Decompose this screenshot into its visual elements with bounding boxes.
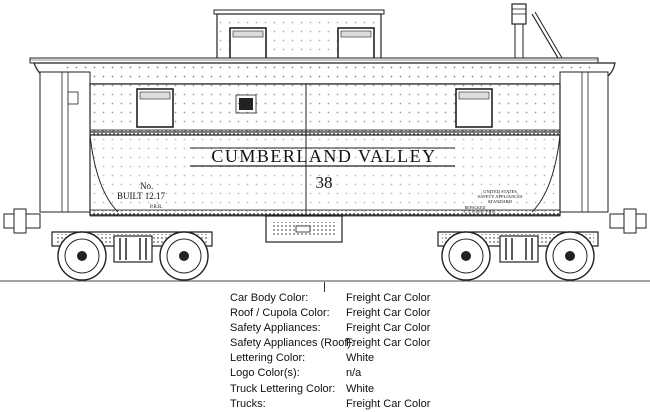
spec-value: Freight Car Color bbox=[346, 322, 431, 335]
tool-box bbox=[265, 215, 343, 243]
spec-label: Safety Appliances (Roof): bbox=[230, 337, 355, 350]
spec-label: Car Body Color: bbox=[230, 292, 309, 304]
spec-value: Freight Car Color bbox=[346, 307, 431, 320]
marker-lamp bbox=[239, 98, 253, 110]
car-lettering: CUMBERLAND VALLEY 38 No. BUILT 12.17 P.R… bbox=[117, 146, 523, 214]
spec-label: Truck Lettering Color: bbox=[230, 382, 336, 395]
number-abbrev: No. bbox=[140, 181, 153, 191]
safety-text-line3: STANDARD bbox=[488, 199, 513, 204]
safety-text-line2: SAFETY APPLIANCES bbox=[478, 194, 523, 199]
caboose-drawing: CUMBERLAND VALLEY 38 No. BUILT 12.17 P.R… bbox=[0, 3, 650, 282]
spec-row: Safety Appliances (Roof): Freight Car Co… bbox=[230, 336, 530, 351]
car-number: 38 bbox=[316, 173, 333, 192]
spec-label: Logo Color(s): bbox=[230, 367, 300, 380]
repacked-line2: C.V. 5-26-27 P.R.R. bbox=[464, 209, 496, 214]
truck-right bbox=[437, 231, 599, 281]
spec-value: Freight Car Color bbox=[346, 292, 431, 304]
spec-label: Safety Appliances: bbox=[230, 322, 321, 335]
spec-value: n/a bbox=[346, 367, 362, 380]
spec-value: Freight Car Color bbox=[346, 397, 431, 410]
repacked-line1: REPACKED bbox=[465, 205, 486, 210]
spec-row: Car Body Color: Freight Car Color bbox=[230, 291, 530, 306]
spec-label: Lettering Color: bbox=[230, 352, 306, 365]
spec-row: Roof / Cupola Color: Freight Car Color bbox=[230, 306, 530, 321]
spec-value: Freight Car Color bbox=[346, 337, 431, 350]
car-body bbox=[89, 83, 561, 217]
smoke-stack bbox=[511, 3, 563, 60]
spec-value: White bbox=[346, 382, 375, 395]
spec-row: Safety Appliances: Freight Car Color bbox=[230, 321, 530, 336]
spec-row: Logo Color(s): n/a bbox=[230, 366, 530, 381]
shop-code: P.R.R. bbox=[150, 205, 163, 210]
spec-row: Truck Lettering Color: White bbox=[230, 382, 530, 397]
roof bbox=[29, 57, 616, 85]
truck-left bbox=[51, 231, 213, 281]
spec-row: Trucks: Freight Car Color bbox=[230, 397, 530, 412]
built-date: BUILT 12.17 bbox=[117, 191, 166, 201]
car-ends bbox=[39, 71, 609, 213]
safety-text-line1: UNITED STATES bbox=[483, 189, 517, 194]
spec-label: Roof / Cupola Color: bbox=[230, 307, 330, 320]
spec-table: Car Body Color: Freight Car Color Roof /… bbox=[230, 291, 530, 412]
divider bbox=[324, 282, 325, 292]
spec-row: Lettering Color: White bbox=[230, 351, 530, 366]
couplers bbox=[3, 208, 647, 234]
spec-value: White bbox=[346, 352, 375, 365]
spec-label: Trucks: bbox=[230, 397, 266, 410]
railroad-name: CUMBERLAND VALLEY bbox=[211, 146, 436, 166]
